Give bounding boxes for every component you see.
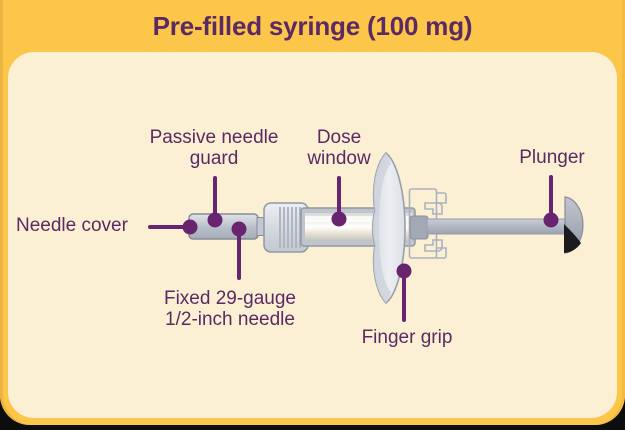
callout-dots: [182, 211, 559, 279]
finger-grip-graphic: [371, 151, 406, 305]
stopper-graphic: [409, 215, 429, 240]
syringe-illustration: [188, 151, 584, 305]
fixed-needle-dot: [231, 221, 247, 237]
label-dose-window: Dose window: [307, 127, 371, 169]
finger-grip-dot: [396, 263, 412, 279]
label-plunger: Plunger: [519, 147, 585, 168]
label-finger-grip: Finger grip: [361, 327, 453, 348]
plunger-dot: [543, 212, 559, 228]
dose-window-dot: [331, 211, 347, 227]
label-needle-cover: Needle cover: [16, 215, 128, 236]
page-title: Pre-filled syringe (100 mg): [152, 11, 473, 41]
needle-guard-graphic: [263, 202, 309, 253]
label-fixed-needle: Fixed 29-gauge 1/2-inch needle: [163, 288, 297, 330]
needle-cover-dot: [182, 219, 198, 235]
callouts: [148, 175, 553, 322]
plunger-pad-graphic: [564, 196, 584, 254]
passive-needle-guard-dot: [207, 212, 223, 228]
needle-cover-graphic: [188, 213, 259, 240]
label-passive-needle-guard: Passive needle guard: [149, 127, 279, 169]
